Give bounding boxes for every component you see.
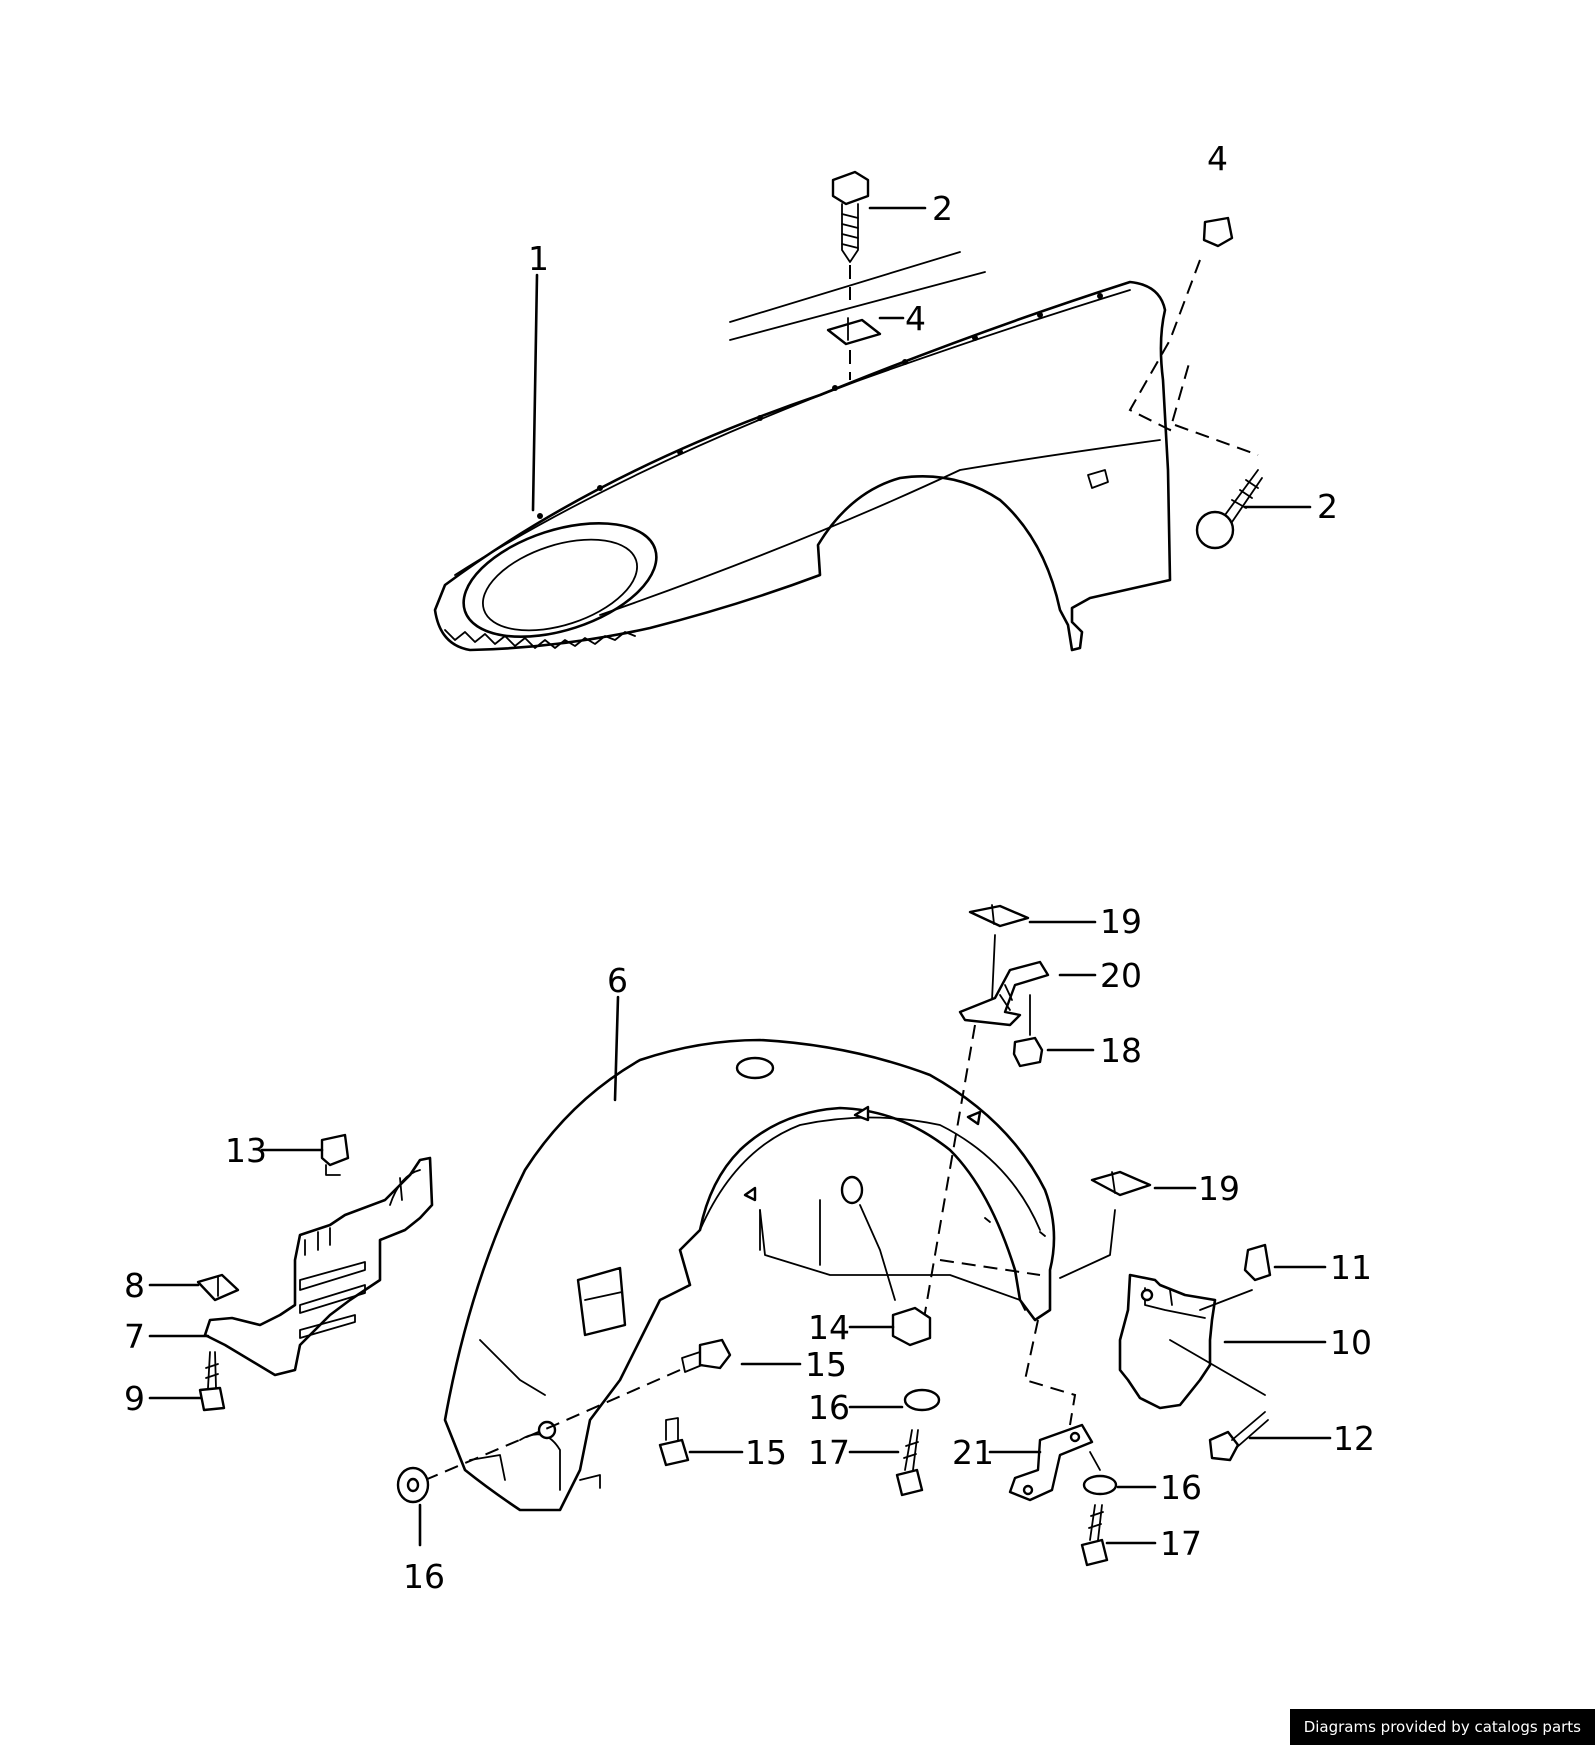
clip-11 (1199, 1243, 1272, 1311)
callout-17-center: 17 (808, 1433, 850, 1472)
callout-15-upper: 15 (805, 1345, 847, 1384)
callout-1: 1 (528, 239, 549, 278)
callout-2-top: 2 (932, 189, 953, 228)
callout-15-lower: 15 (745, 1433, 787, 1472)
callout-16-right: 16 (1160, 1468, 1202, 1507)
callout-18: 18 (1100, 1031, 1142, 1070)
diagram-credit-label: Diagrams provided by catalogs parts (1289, 1709, 1595, 1745)
callout-17-right: 17 (1160, 1524, 1202, 1563)
callout-2-right: 2 (1317, 487, 1338, 526)
callout-19-top: 19 (1100, 902, 1142, 941)
callout-19-right: 19 (1198, 1169, 1240, 1208)
bolt-2-right (1174, 424, 1263, 550)
callout-21: 21 (952, 1433, 994, 1472)
shield-7 (203, 1156, 434, 1377)
clip-13 (320, 1133, 350, 1176)
callout-20: 20 (1100, 956, 1142, 995)
nut-18 (1012, 1036, 1044, 1068)
clip-nut-4-right (1128, 216, 1234, 432)
callout-14: 14 (808, 1308, 850, 1347)
callout-10: 10 (1330, 1323, 1372, 1362)
callout-9: 9 (124, 1379, 145, 1418)
bolt-15-lower (658, 1417, 690, 1467)
callout-7: 7 (124, 1317, 145, 1356)
callout-6: 6 (607, 961, 628, 1000)
screw-12 (1208, 1411, 1269, 1462)
bracket-21 (1008, 1423, 1101, 1502)
front-fender (433, 251, 1172, 652)
bolt-2-top (831, 170, 870, 300)
callout-13: 13 (225, 1131, 267, 1170)
washer-16-left (396, 1466, 430, 1547)
washer-16-center (903, 1388, 941, 1412)
washer-16-right (1082, 1474, 1118, 1496)
clip-nut-4-center (826, 317, 882, 380)
clip-nut-8 (196, 1273, 240, 1302)
screw-17-right (1080, 1504, 1109, 1567)
callout-11: 11 (1330, 1248, 1372, 1287)
assembly-line-20-16 (921, 1024, 976, 1331)
callout-8: 8 (124, 1266, 145, 1305)
callout-labels: 1 2 4 4 2 6 19 20 18 19 13 11 8 10 7 14 … (124, 139, 1375, 1596)
callout-12: 12 (1333, 1419, 1375, 1458)
bolt-14 (859, 1204, 932, 1347)
clip-nut-19-right (1059, 1170, 1152, 1279)
bolt-15-upper (424, 1338, 732, 1481)
assembly-line-liner-21 (939, 1259, 1077, 1426)
wheel-housing-liner (443, 1038, 1056, 1512)
clip-nut-19-top (968, 904, 1030, 1001)
screw-17-center (895, 1429, 924, 1497)
callout-16-center: 16 (808, 1388, 850, 1427)
callout-4-right: 4 (1207, 139, 1228, 178)
leader-lines (148, 206, 1332, 1545)
screw-9 (198, 1351, 226, 1412)
bracket-20 (958, 960, 1050, 1036)
callout-16-left: 16 (403, 1557, 445, 1596)
shield-10 (1118, 1273, 1266, 1410)
callout-4-center: 4 (905, 299, 926, 338)
